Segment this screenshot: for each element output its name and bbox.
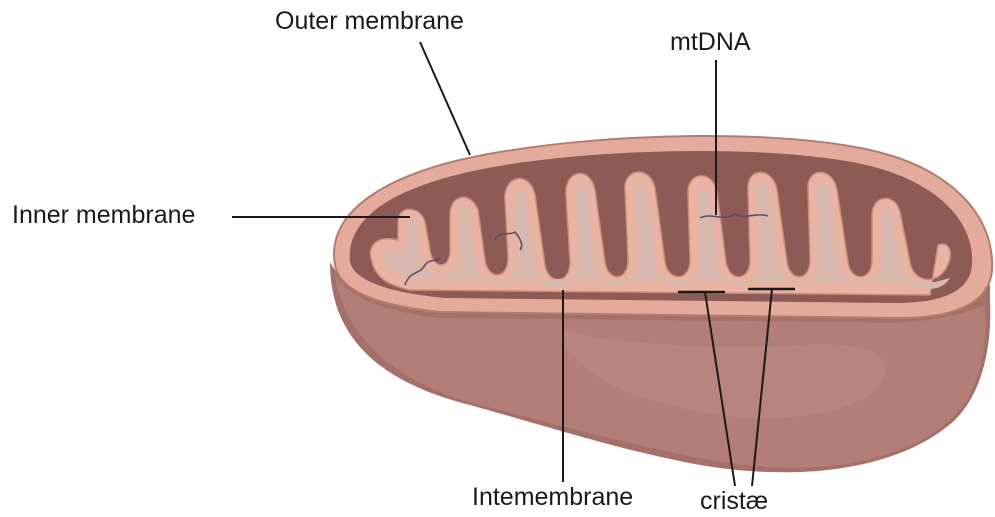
label-mtdna: mtDNA (670, 30, 751, 55)
leader-outer-membrane (420, 42, 470, 155)
label-intermembrane: Intemembrane (472, 485, 633, 510)
label-cristae: cristæ (700, 489, 768, 514)
label-outer-membrane: Outer membrane (275, 9, 464, 34)
label-inner-membrane: Inner membrane (12, 203, 195, 228)
